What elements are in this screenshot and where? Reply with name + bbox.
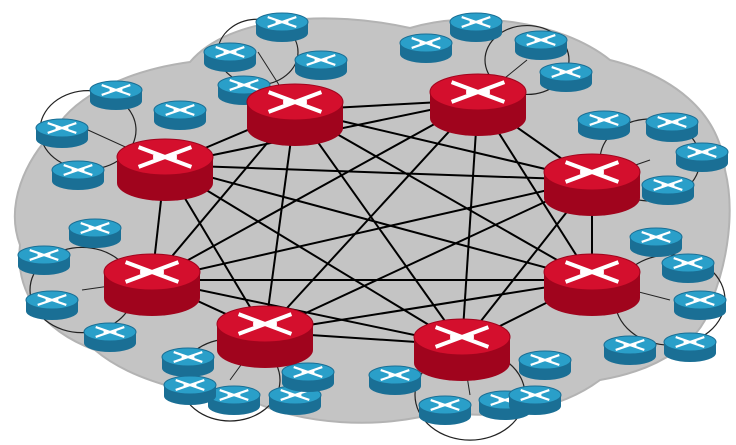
edge-router-icon [25,290,79,320]
core-link-17 [151,179,593,281]
core-router-5-icon [413,318,511,381]
edge-router-icon [281,362,335,392]
edge-group-4 [591,227,727,365]
edge-group-1 [203,12,348,111]
core-link-20 [264,279,593,333]
core-link-18 [164,164,593,181]
edge-router-icon [68,218,122,248]
core-router-8-icon [116,138,214,201]
edge-group-3 [577,110,729,205]
edge-router-icon [675,142,729,172]
core-link-12 [151,99,479,281]
edge-router-icon [603,335,657,365]
core-link-11 [264,99,479,333]
core-link-3 [294,109,593,281]
core-link-24 [151,279,463,346]
edge-router-icon [153,100,207,130]
core-link-22 [164,164,593,281]
core-router-6-icon [216,305,314,368]
mesh-links [151,99,593,346]
core-router-4-icon [543,253,641,316]
edge-router-icon [161,347,215,377]
edge-group-5 [368,344,572,441]
edge-router-icon [641,175,695,205]
edge-router-icon [89,80,143,110]
edge-router-icon [539,62,593,92]
core-link-2 [294,109,593,181]
edge-group-6 [161,331,335,422]
edge-router-icon [399,33,453,63]
edge-router-icon [294,50,348,80]
edge-router-icon [673,290,727,320]
edge-router-icon [663,332,717,362]
edge-router-icon [661,253,715,283]
core-routers [103,73,641,381]
core-link-10 [461,99,479,346]
core-router-7-icon [103,253,201,316]
core-router-3-icon [543,153,641,216]
edge-router-icon [508,385,562,415]
edge-router-icon [645,112,699,142]
edge-router-icon [35,118,89,148]
edge-router-icon [368,365,422,395]
edge-router-icon [163,375,217,405]
core-router-1-icon [246,83,344,146]
edge-group-2 [399,12,593,101]
edge-router-icon [629,227,683,257]
edge-router-icon [418,395,472,425]
core-link-5 [264,109,296,333]
edge-router-icon [51,160,105,190]
edge-router-icon [203,42,257,72]
edge-router-icon [449,12,503,42]
core-link-16 [264,179,593,333]
edge-group-8 [35,80,207,190]
edge-router-icon [577,110,631,140]
edge-router-icon [255,12,309,42]
edge-router-icon [518,350,572,380]
core-link-25 [164,164,463,346]
edge-router-icon [17,245,71,275]
edge-router-icon [83,322,137,352]
edge-router-icon [514,30,568,60]
edge-cluster-ring [484,24,570,96]
core-router-2-icon [429,73,527,136]
